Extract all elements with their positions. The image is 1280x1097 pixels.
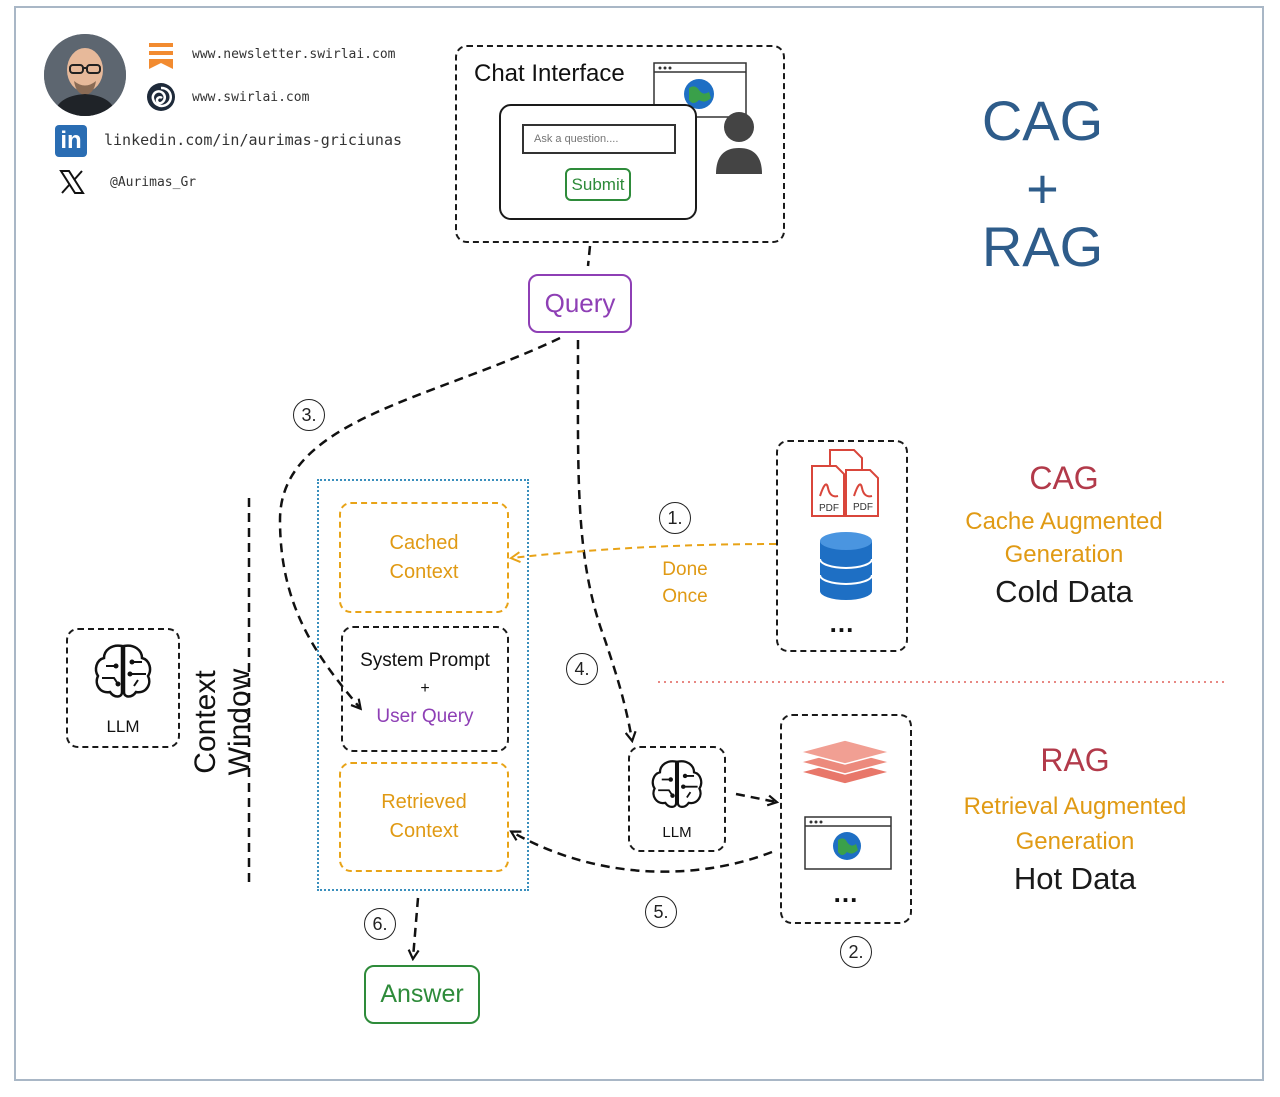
pdf-label-2: PDF	[853, 502, 873, 513]
step-3: 3.	[293, 399, 325, 431]
step-5: 5.	[645, 896, 677, 928]
site-url[interactable]: www.swirlai.com	[192, 90, 310, 105]
cag-more: ...	[829, 608, 855, 638]
query-node: Query	[528, 274, 632, 333]
x-icon	[58, 168, 86, 196]
answer-node: Answer	[364, 965, 480, 1024]
llm-box-left	[66, 628, 180, 748]
step-1: 1.	[659, 502, 691, 534]
system-prompt-text: System Prompt	[360, 650, 490, 671]
once-text: Once	[662, 586, 708, 607]
cag-title: CAG	[1029, 460, 1099, 496]
browser-icon-rag	[804, 816, 892, 870]
cached-context-box: Cached Context	[339, 502, 509, 613]
database-icon	[818, 531, 874, 601]
context-window-box	[317, 479, 529, 891]
done-once-label: Done Once	[640, 556, 730, 610]
layers-icon	[798, 732, 892, 792]
cold-data-label: Cold Data	[995, 574, 1133, 609]
llm-label-center: LLM	[662, 824, 692, 841]
question-input[interactable]	[522, 124, 676, 154]
chat-interface-box	[455, 45, 785, 243]
cached-context-line2: Context	[389, 560, 459, 583]
step-6: 6.	[364, 908, 396, 940]
rag-title: RAG	[1040, 742, 1110, 778]
retrieved-context-line2: Context	[389, 820, 459, 842]
pdf-label-1: PDF	[819, 503, 839, 514]
title-rag: RAG	[981, 215, 1104, 278]
newsletter-url[interactable]: www.newsletter.swirlai.com	[192, 47, 396, 62]
brain-icon-center	[649, 758, 705, 810]
cag-subtitle-line2: Generation	[1004, 541, 1124, 568]
hot-data-label: Hot Data	[1013, 861, 1137, 896]
brain-icon	[92, 642, 154, 700]
plus-text: +	[420, 680, 430, 697]
cached-context-line1: Cached	[389, 531, 459, 554]
pdf-icon	[808, 448, 886, 520]
x-handle[interactable]: @Aurimas_Gr	[110, 175, 197, 190]
cag-store-box	[776, 440, 908, 652]
retrieved-context-line1: Retrieved	[381, 791, 467, 813]
llm-box-center	[628, 746, 726, 852]
swirl-logo-icon	[146, 82, 176, 112]
step-2: 2.	[840, 936, 872, 968]
retrieved-context-box: Retrieved Context	[339, 762, 509, 872]
rag-subtitle-line1: Retrieval Augmented	[963, 793, 1187, 820]
title-plus: +	[1026, 157, 1059, 220]
rag-subtitle-line2: Generation	[1015, 828, 1135, 855]
chat-interface-title: Chat Interface	[474, 60, 625, 87]
prompt-box: System Prompt + User Query	[341, 626, 509, 752]
cag-subtitle-line1: Cache Augmented	[965, 508, 1163, 535]
browser-window-icon	[653, 62, 747, 118]
person-icon	[714, 110, 764, 176]
user-query-text: User Query	[376, 706, 474, 727]
done-text: Done	[662, 559, 708, 580]
linkedin-url[interactable]: linkedin.com/in/aurimas-griciunas	[104, 131, 403, 149]
title-cag: CAG	[981, 89, 1104, 152]
linkedin-icon: in	[55, 125, 87, 157]
llm-label-left: LLM	[106, 717, 140, 736]
avatar	[44, 34, 126, 116]
submit-button[interactable]: Submit	[565, 168, 631, 201]
step-4: 4.	[566, 653, 598, 685]
rag-store-box	[780, 714, 912, 924]
newsletter-icon	[148, 42, 174, 70]
context-window-label: Context Window	[189, 668, 256, 776]
rag-more: ...	[833, 878, 859, 908]
